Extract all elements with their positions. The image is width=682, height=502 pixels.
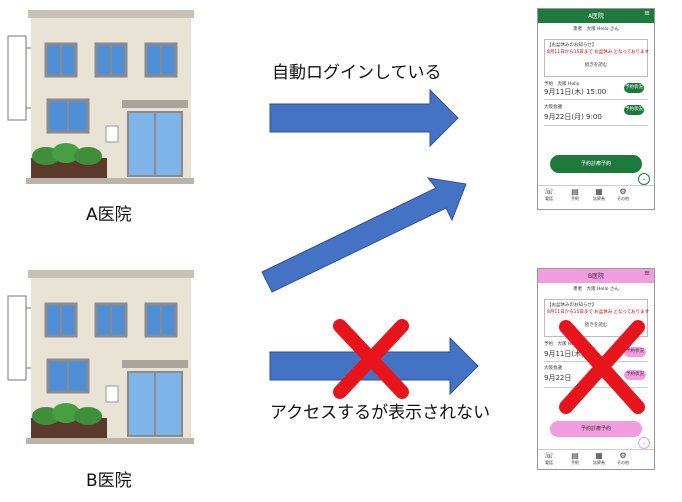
arrow-auto-login	[269, 88, 459, 148]
phone-b-appt2-button[interactable]: 予約状況	[624, 370, 646, 380]
phone-a-appt1-date: 9月11日(木) 15:00	[544, 88, 607, 96]
phone-a-notice-title: 【お盆休みのお知らせ】	[547, 43, 597, 48]
cross-mark-arrow	[333, 319, 409, 399]
phone-a-menu-icon[interactable]: ≡	[644, 9, 650, 17]
phone-screen-a: A医院 ≡ 患者 大阪 Hello さん 【お盆休みのお知らせ】 8月11日から…	[537, 8, 655, 210]
gear-icon: ⚙	[619, 187, 627, 196]
phone-b-appt2-sub: 大阪会議	[544, 366, 562, 371]
phone-a-nav-other[interactable]: ⚙その他	[614, 187, 632, 202]
arrow-diagonal	[261, 177, 467, 293]
phone-a-nav-reserve[interactable]: ▤予約	[566, 187, 584, 202]
phone-icon: ☏	[543, 451, 554, 460]
phone-b-nav-card[interactable]: ▦診察券	[590, 451, 608, 466]
phone-icon: ☏	[543, 187, 554, 196]
phone-b-notice-text: 8月11日から15日まで お盆休み となっております	[547, 310, 650, 315]
phone-a-big-button[interactable]: 予約診療予約	[550, 155, 642, 173]
label-auto-login: 自動ログインしている	[272, 63, 442, 83]
phone-a-user: 患者 大阪 Hello さん	[573, 27, 619, 32]
phone-b-notice-title: 【お盆休みのお知らせ】	[547, 303, 597, 308]
qr-code-icon: ▦	[595, 187, 603, 196]
phone-a-appt2-date: 9月22日(月) 9:00	[544, 113, 602, 121]
phone-b-title: B医院	[587, 273, 605, 280]
phone-b-appt2-date: 9月22日	[544, 374, 572, 382]
gear-icon: ⚙	[619, 451, 627, 460]
phone-b-user: 患者 大阪 Hello さん	[573, 287, 619, 292]
phone-a-notice: 【お盆休みのお知らせ】 8月11日から15日まで お盆休み となっております 続…	[544, 39, 650, 77]
phone-b-appt1-sub: 予約 大阪 Hello	[544, 342, 580, 347]
label-not-shown: アクセスするが表示されない	[270, 403, 491, 423]
phone-screen-b: B医院 ≡ 患者 大阪 Hello さん 【お盆休みのお知らせ】 8月11日から…	[537, 268, 655, 470]
phone-a-nav-card[interactable]: ▦診察券	[590, 187, 608, 202]
phone-b-scroll-icon[interactable]: ⌄	[638, 437, 650, 449]
phone-b-nav-other[interactable]: ⚙その他	[614, 451, 632, 466]
hospital-b-building	[6, 268, 196, 448]
phone-b-header: B医院 ≡	[538, 269, 654, 283]
phone-b-nav-divider	[538, 449, 654, 450]
qr-code-icon: ▦	[595, 451, 603, 460]
phone-b-menu-icon[interactable]: ≡	[644, 269, 650, 277]
calendar-icon: ▤	[571, 451, 579, 460]
phone-b-divider-2	[544, 387, 648, 388]
phone-a-appt2-button[interactable]: 予約状況	[624, 105, 644, 115]
phone-a-nav-divider	[538, 185, 654, 186]
phone-a-continue-link[interactable]: 続きを読む	[584, 63, 608, 68]
cross-mark-phone-b	[559, 320, 645, 414]
phone-b-appt1-button[interactable]: 予約状況	[624, 347, 646, 357]
phone-a-appt2-sub: 大阪会議	[544, 105, 562, 110]
hospital-a-building	[6, 8, 196, 188]
hospital-b-label: B医院	[86, 471, 132, 491]
phone-a-scroll-icon[interactable]: ⌄	[638, 173, 650, 185]
phone-b-appt1-date: 9月11日(木)	[544, 350, 584, 358]
phone-b-nav-reserve[interactable]: ▤予約	[566, 451, 584, 466]
phone-b-continue-link[interactable]: 続きを読む	[584, 323, 608, 328]
phone-a-nav-phone[interactable]: ☏電話	[540, 187, 558, 202]
phone-b-notice: 【お盆休みのお知らせ】 8月11日から15日まで お盆休み となっております 続…	[544, 299, 650, 337]
phone-a-divider-1	[544, 99, 648, 100]
phone-a-divider-2	[544, 125, 648, 126]
phone-a-appt1-button[interactable]: 予約状況	[624, 83, 644, 93]
phone-a-title: A医院	[587, 13, 605, 20]
phone-a-appt1-sub: 予約 大阪 Hello	[544, 82, 580, 87]
phone-a-notice-text: 8月11日から15日まで お盆休み となっております	[547, 50, 650, 55]
phone-a-header: A医院 ≡	[538, 9, 654, 23]
phone-b-nav-phone[interactable]: ☏電話	[540, 451, 558, 466]
calendar-icon: ▤	[571, 187, 579, 196]
hospital-a-label: A医院	[86, 205, 132, 225]
phone-b-big-button[interactable]: 予約診療予約	[550, 421, 642, 437]
